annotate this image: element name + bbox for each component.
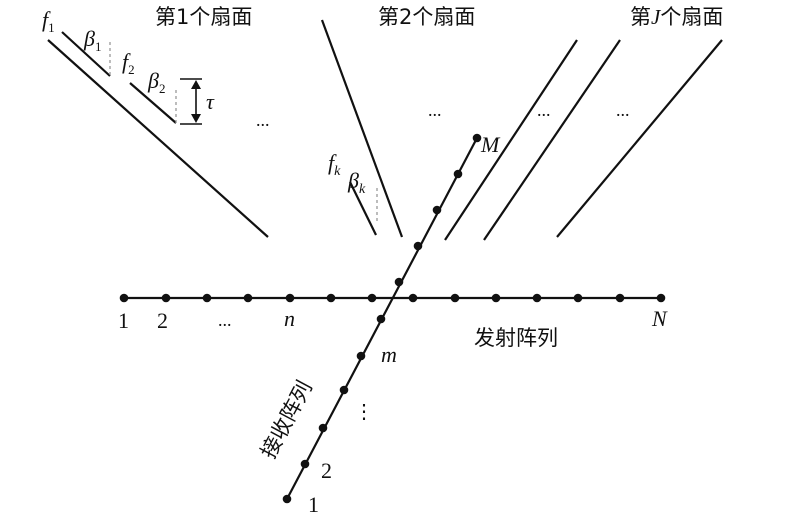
tx-element bbox=[326, 293, 336, 303]
tau-label: τ bbox=[206, 89, 215, 114]
tx-element bbox=[202, 293, 212, 303]
tx-element bbox=[243, 293, 253, 303]
sector-1-ellipsis: ... bbox=[256, 110, 270, 130]
tx-element bbox=[491, 293, 501, 303]
rx-array-elements bbox=[282, 133, 482, 504]
f1-label: f1 bbox=[42, 7, 55, 35]
tau-arrow-down bbox=[191, 114, 201, 123]
sector-j-beam-line-1 bbox=[444, 39, 578, 241]
tx-element bbox=[408, 293, 418, 303]
sector-1-beam-line-3 bbox=[129, 82, 177, 124]
rx-element bbox=[300, 459, 310, 469]
sector-2-ellipsis: ... bbox=[428, 100, 442, 120]
tx-element bbox=[573, 293, 583, 303]
tx-label-2: 2 bbox=[157, 308, 168, 333]
sector-1-beam-line-2 bbox=[61, 31, 111, 77]
rx-label-m: m bbox=[381, 342, 397, 367]
tx-ellipsis: ... bbox=[218, 310, 232, 330]
rx-element bbox=[413, 241, 423, 251]
rx-label-1: 1 bbox=[308, 492, 319, 517]
beta1-label: β1 bbox=[83, 26, 101, 54]
betak-label: βk bbox=[347, 168, 366, 197]
rx-element bbox=[432, 205, 442, 215]
rx-element bbox=[339, 385, 349, 395]
fk-label: fk bbox=[328, 150, 341, 179]
sector-j-ellipsis-a: ... bbox=[537, 100, 551, 120]
tx-element bbox=[450, 293, 460, 303]
rx-element bbox=[376, 314, 386, 324]
sector-j-beam-line-3 bbox=[556, 39, 723, 238]
tx-element bbox=[285, 293, 295, 303]
tx-element bbox=[532, 293, 542, 303]
rx-element bbox=[356, 351, 366, 361]
tx-element bbox=[656, 293, 666, 303]
sector-2-beam-line-k bbox=[349, 181, 377, 236]
tx-element bbox=[367, 293, 377, 303]
tx-array-title: 发射阵列 bbox=[474, 326, 558, 350]
rx-element bbox=[394, 277, 404, 287]
beta2-label: β2 bbox=[147, 68, 165, 96]
rx-label-2: 2 bbox=[321, 458, 332, 483]
sector-1-title: 第1个扇面 bbox=[155, 5, 252, 29]
rx-element bbox=[472, 133, 482, 143]
sector-j-title: 第J个扇面 bbox=[630, 5, 723, 29]
tx-label-N: N bbox=[651, 306, 668, 331]
f2-label: f2 bbox=[122, 49, 135, 77]
rx-element bbox=[282, 494, 292, 504]
sector-2-title: 第2个扇面 bbox=[378, 5, 475, 29]
tx-element bbox=[615, 293, 625, 303]
sector-1-beam-line-1 bbox=[47, 39, 269, 238]
rx-element bbox=[453, 169, 463, 179]
tx-label-n: n bbox=[284, 306, 295, 331]
tx-label-1: 1 bbox=[118, 308, 129, 333]
tx-array-elements bbox=[119, 293, 666, 303]
tau-arrow-up bbox=[191, 80, 201, 89]
sector-2-beam-line-1 bbox=[320, 19, 404, 238]
tx-element bbox=[161, 293, 171, 303]
sector-j-ellipsis-b: ... bbox=[616, 100, 630, 120]
rx-element bbox=[318, 423, 328, 433]
rx-ellipsis: ⋮ bbox=[354, 401, 374, 423]
sector-j-beam-line-2 bbox=[483, 39, 621, 241]
tx-element bbox=[119, 293, 129, 303]
rx-array-title: 接收阵列 bbox=[256, 377, 317, 462]
rx-label-M: M bbox=[480, 132, 501, 157]
